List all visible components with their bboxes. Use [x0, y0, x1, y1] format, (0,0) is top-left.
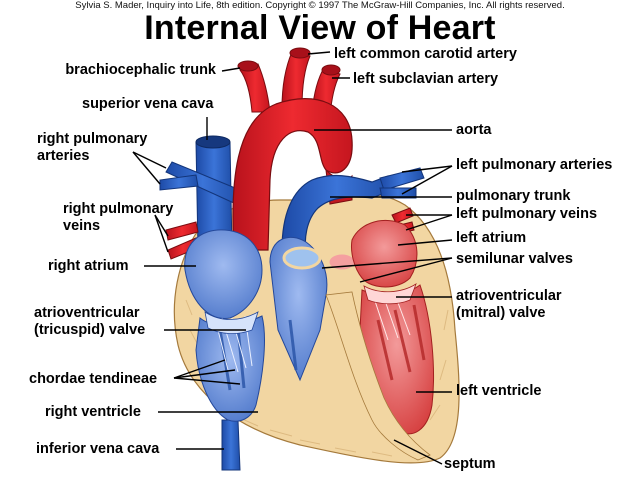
label-av-tricuspid-line2: (tricuspid) valve [34, 322, 146, 338]
right-pulmonary-vein-vessel [165, 221, 199, 241]
mitral-valve-flap [363, 283, 417, 305]
label-right-pulmonary-veins-line2: veins [63, 218, 101, 234]
label-av-mitral-line2: (mitral) valve [456, 305, 546, 321]
label-right-pulmonary-arteries-line2: arteries [37, 148, 90, 164]
left-common-carotid-vessel [281, 51, 311, 109]
aortic-semilunar-valve [326, 251, 358, 273]
pulmonary-semilunar-valve [282, 246, 322, 270]
label-superior-vena-cava: superior vena cava [82, 96, 214, 112]
label-right-ventricle: right ventricle [45, 404, 141, 420]
inferior-vena-cava-vessel [221, 419, 241, 471]
label-brachiocephalic-trunk: brachiocephalic trunk [65, 62, 216, 78]
left-pulmonary-vein-vessel [391, 207, 414, 224]
label-semilunar-valves: semilunar valves [456, 251, 573, 267]
left-atrium-chamber [351, 219, 418, 288]
label-right-pulmonary-arteries-line1: right pulmonary [37, 131, 148, 147]
septum-wall [325, 291, 431, 461]
label-left-atrium: left atrium [456, 230, 527, 246]
label-left-ventricle: left ventricle [456, 383, 542, 399]
label-av-mitral-line1: atrioventricular [456, 288, 562, 304]
diagram-title: Internal View of Heart [144, 9, 496, 47]
right-atrium-chamber [184, 229, 263, 319]
label-right-pulmonary-veins-line1: right pulmonary [63, 201, 174, 217]
tricuspid-valve-flap [204, 311, 259, 334]
brachiocephalic-trunk-vessel [239, 63, 271, 113]
label-inferior-vena-cava: inferior vena cava [36, 441, 160, 457]
label-left-common-carotid-artery: left common carotid artery [334, 46, 517, 62]
copyright-notice: Sylvia S. Mader, Inquiry into Life, 8th … [75, 0, 565, 11]
label-left-pulmonary-arteries: left pulmonary arteries [456, 157, 613, 173]
label-right-atrium: right atrium [48, 258, 129, 274]
label-left-subclavian-artery: left subclavian artery [353, 71, 499, 87]
label-pulmonary-trunk: pulmonary trunk [456, 188, 571, 204]
label-aorta: aorta [456, 122, 492, 138]
aorta-arch [232, 98, 353, 251]
label-chordae-tendineae: chordae tendineae [29, 371, 158, 387]
label-av-tricuspid-line1: atrioventricular [34, 305, 140, 321]
label-left-pulmonary-veins: left pulmonary veins [456, 206, 598, 222]
superior-vena-cava-opening [195, 135, 231, 149]
label-septum: septum [444, 456, 496, 472]
